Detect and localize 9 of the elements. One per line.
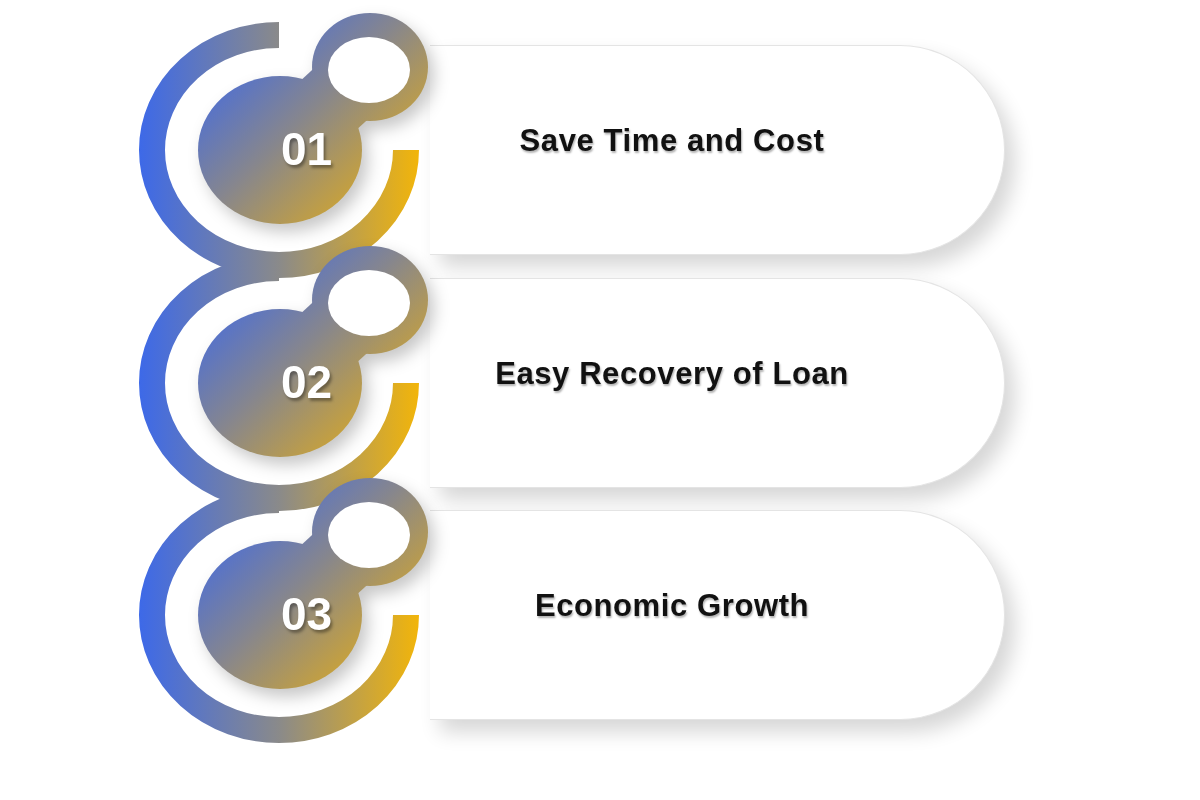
step-title: Economic Growth — [534, 588, 810, 624]
step-number: 03 — [281, 591, 333, 637]
banner-card — [430, 278, 1005, 488]
step-title: Save Time and Cost — [519, 123, 825, 159]
banner-card — [430, 45, 1005, 255]
banner-card — [430, 510, 1005, 720]
step-number: 01 — [281, 126, 333, 172]
step-number: 02 — [281, 359, 333, 405]
step-title: Easy Recovery of Loan — [495, 356, 849, 392]
